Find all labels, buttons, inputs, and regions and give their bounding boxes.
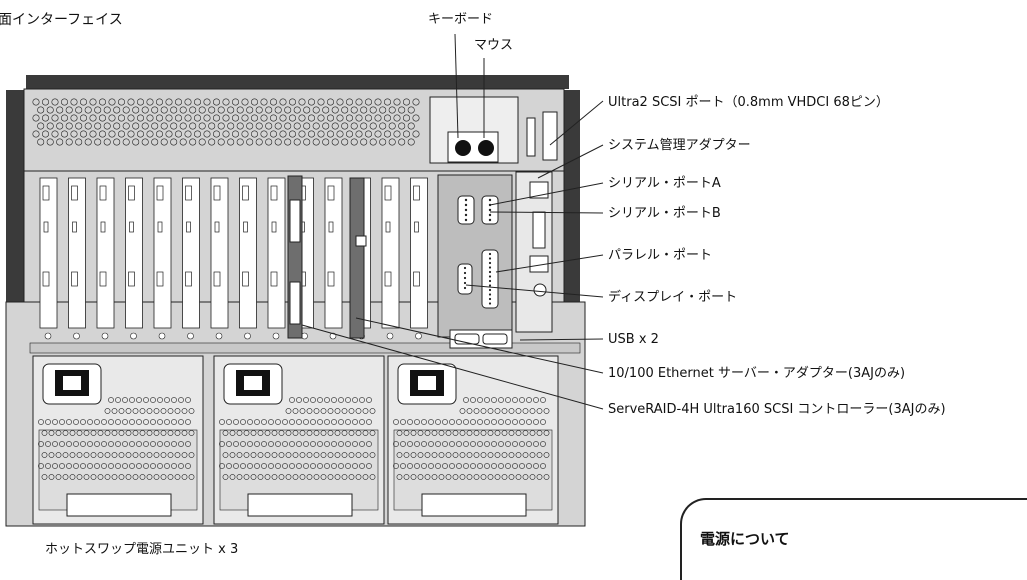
- server-rear-diagram: [5, 33, 604, 527]
- io-connectors: [457, 195, 499, 309]
- label-hot-swap-psu: ホットスワップ電源ユニット x 3: [45, 542, 239, 557]
- keyboard-mouse-panel: [429, 96, 558, 164]
- leader-lines: [301, 33, 604, 410]
- pci-slots: [39, 175, 428, 340]
- usb-port-2: [482, 333, 508, 345]
- label-keyboard: キーボード: [428, 12, 494, 27]
- label-system-management-adapter: システム管理アダプター: [608, 138, 751, 153]
- label-mouse: マウス: [474, 38, 514, 53]
- label-usb: USB x 2: [608, 332, 659, 347]
- label-ethernet-adapter: 10/100 Ethernet サーバー・アダプター(3AJのみ): [608, 366, 906, 381]
- label-parallel-port: パラレル・ポート: [608, 248, 713, 263]
- note-title: 電源について: [700, 530, 790, 548]
- note-box: [680, 498, 1027, 580]
- label-display-port: ディスプレイ・ポート: [608, 290, 738, 305]
- rear-io-panel: [437, 171, 553, 349]
- diagram-title: 面インターフェイス: [0, 12, 123, 28]
- label-serial-port-b: シリアル・ポートB: [608, 206, 721, 221]
- label-serveraid-controller: ServeRAID-4H Ultra160 SCSI コントローラー(3AJのみ…: [608, 402, 946, 417]
- top-vent-grid: [32, 98, 420, 146]
- label-scsi-port: Ultra2 SCSI ポート（0.8mm VHDCI 68ピン）: [608, 95, 889, 110]
- label-serial-port-a: シリアル・ポートA: [608, 176, 721, 191]
- power-supply-units: [32, 355, 559, 525]
- keyboard-port: [455, 140, 471, 156]
- mouse-port: [478, 140, 494, 156]
